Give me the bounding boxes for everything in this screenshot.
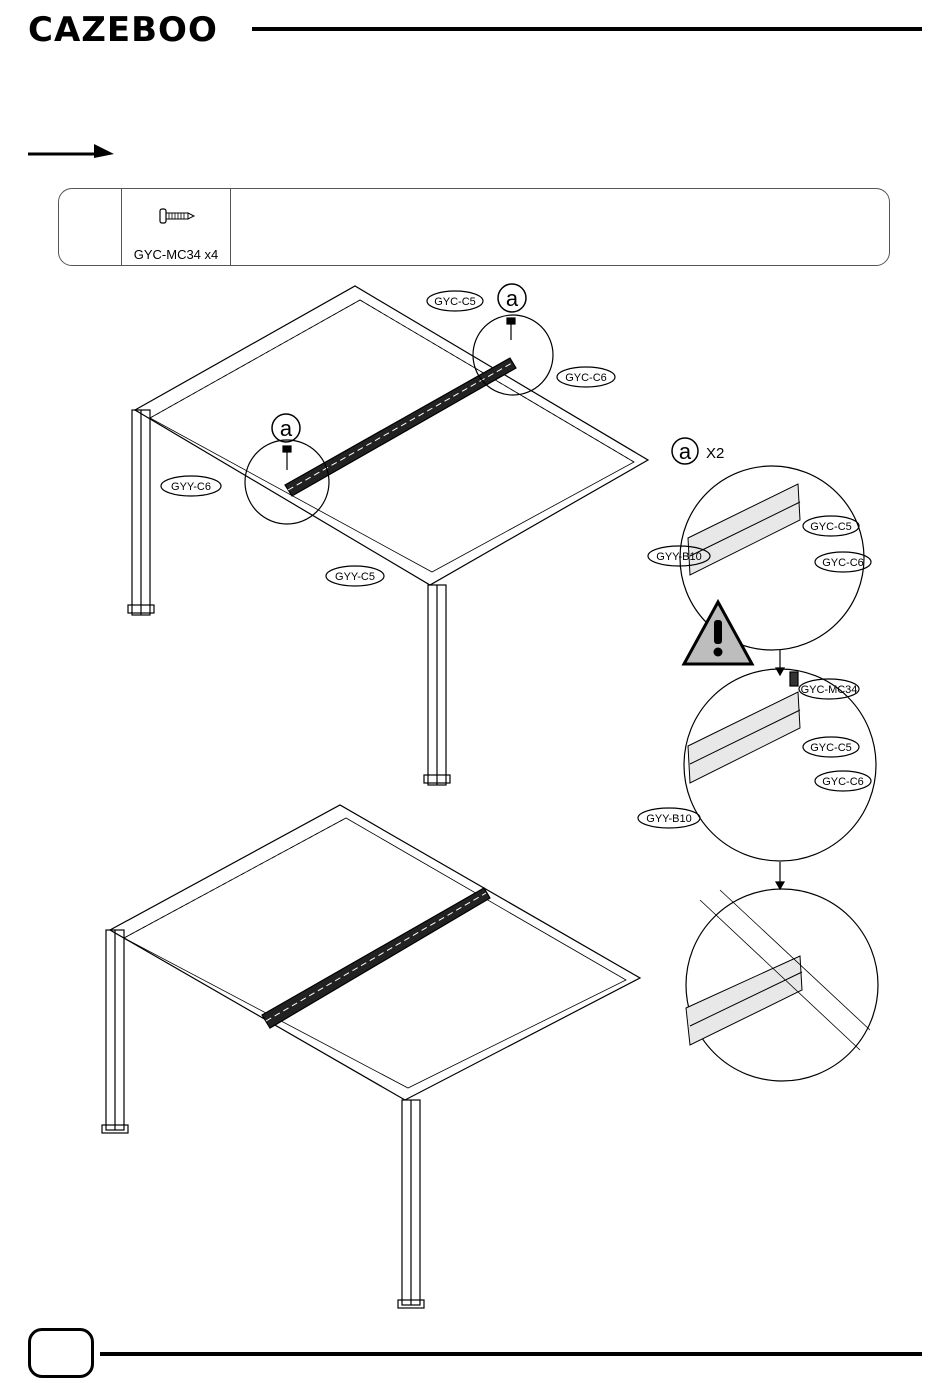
page-number-box [28,1328,94,1378]
callout-a-left: a [280,416,293,441]
label-gyy-b10-detail: GYY-B10 [646,813,691,825]
callout-a-top: a [506,286,519,311]
label-gyc-c5-detail-2: GYC-C5 [810,742,852,754]
multiplier: X2 [706,445,724,462]
label-gyy-c5: GYY-C5 [335,571,375,583]
callout-a-detail: a [679,439,692,464]
label-gyc-mc34: GYC-MC34 [801,684,858,696]
label-gyy-c6: GYY-C6 [171,481,211,493]
label-gyc-c5: GYC-C5 [434,296,476,308]
warning-icon [684,602,752,664]
label-gyc-c6-detail-2: GYC-C6 [822,776,864,788]
label-gyc-c6: GYC-C6 [565,372,607,384]
label-gyc-c6-detail: GYC-C6 [822,557,864,569]
footer-rule [100,1352,922,1356]
label-gyy-b10: GYY-B10 [656,551,701,563]
label-gyc-c5-detail: GYC-C5 [810,521,852,533]
